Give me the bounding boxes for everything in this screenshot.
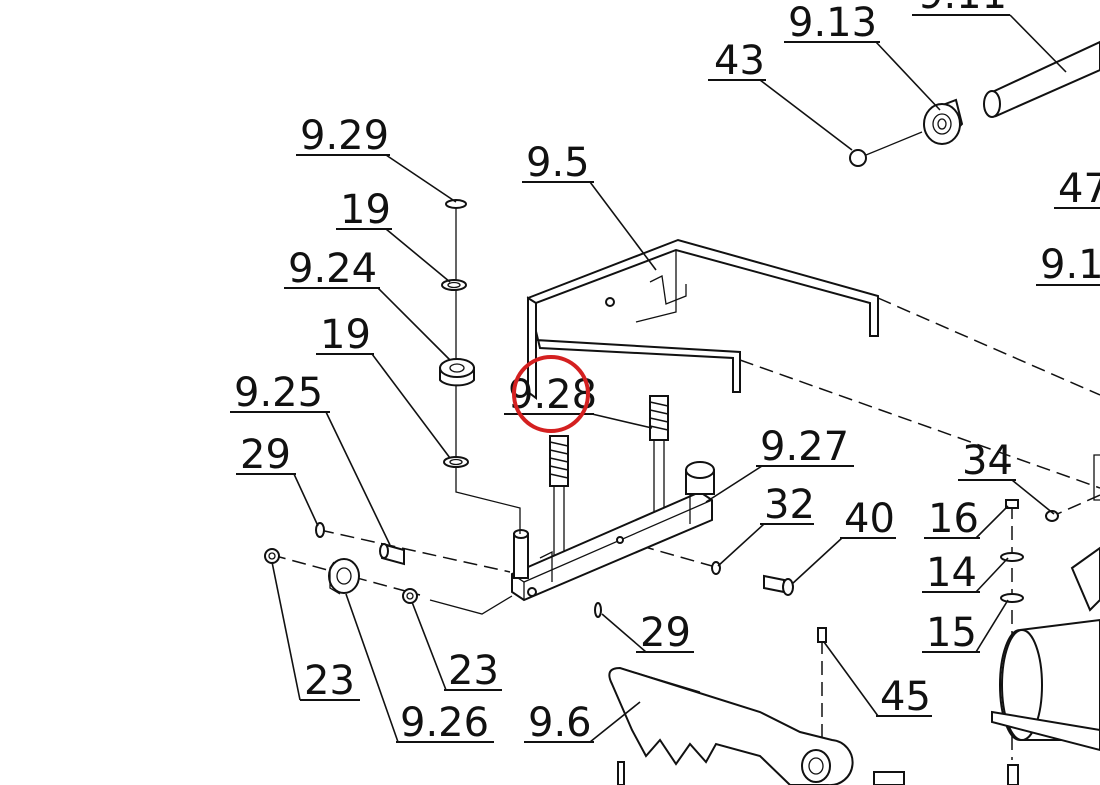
callout-23-right: 23: [448, 648, 499, 694]
stack-parts: [439, 199, 521, 534]
assembly-guide-lines: [271, 297, 1100, 760]
leader-lines: [271, 14, 1067, 743]
callout-23-left: 23: [304, 658, 355, 704]
bolt-parts: [711, 561, 794, 596]
callout-19-lower: 19: [320, 312, 371, 358]
callout-9-26: 9.26: [400, 700, 489, 746]
clip-part: [849, 131, 923, 167]
shaft-part: [983, 40, 1100, 118]
callout-9-25: 9.25: [234, 370, 323, 416]
left-side-parts: [264, 522, 602, 618]
callout-29-lower: 29: [640, 610, 691, 656]
frame-part: [526, 238, 879, 400]
bearing-part: [923, 98, 964, 145]
callout-19-upper: 19: [340, 187, 391, 233]
arm-part: [511, 461, 715, 602]
callout-43: 43: [714, 38, 765, 84]
callout-9-5: 9.5: [526, 140, 590, 186]
callout-9-13: 9.13: [788, 0, 877, 46]
right-side-parts: [817, 454, 1100, 785]
lever-part: [608, 666, 854, 785]
callout-47: 47: [1058, 166, 1100, 212]
callout-34: 34: [962, 438, 1013, 484]
callout-15: 15: [926, 610, 977, 656]
highlight-circle: [512, 355, 590, 433]
callout-9-11: 9.11: [918, 0, 1007, 18]
callout-14: 14: [926, 550, 977, 596]
callout-9-24: 9.24: [288, 246, 377, 292]
callout-45: 45: [880, 674, 931, 720]
callout-9-29: 9.29: [300, 113, 389, 159]
callout-labels: 9.11 9.13 43 47 9.1 9.29 9.5 19 9.24 19 …: [230, 0, 1100, 746]
callout-16: 16: [928, 496, 979, 542]
callout-32: 32: [764, 482, 815, 528]
callout-9-1: 9.1: [1040, 242, 1100, 288]
callout-29-upper: 29: [240, 432, 291, 478]
callout-40: 40: [844, 496, 895, 542]
callout-9-6: 9.6: [528, 700, 592, 746]
callout-9-27: 9.27: [760, 424, 849, 470]
